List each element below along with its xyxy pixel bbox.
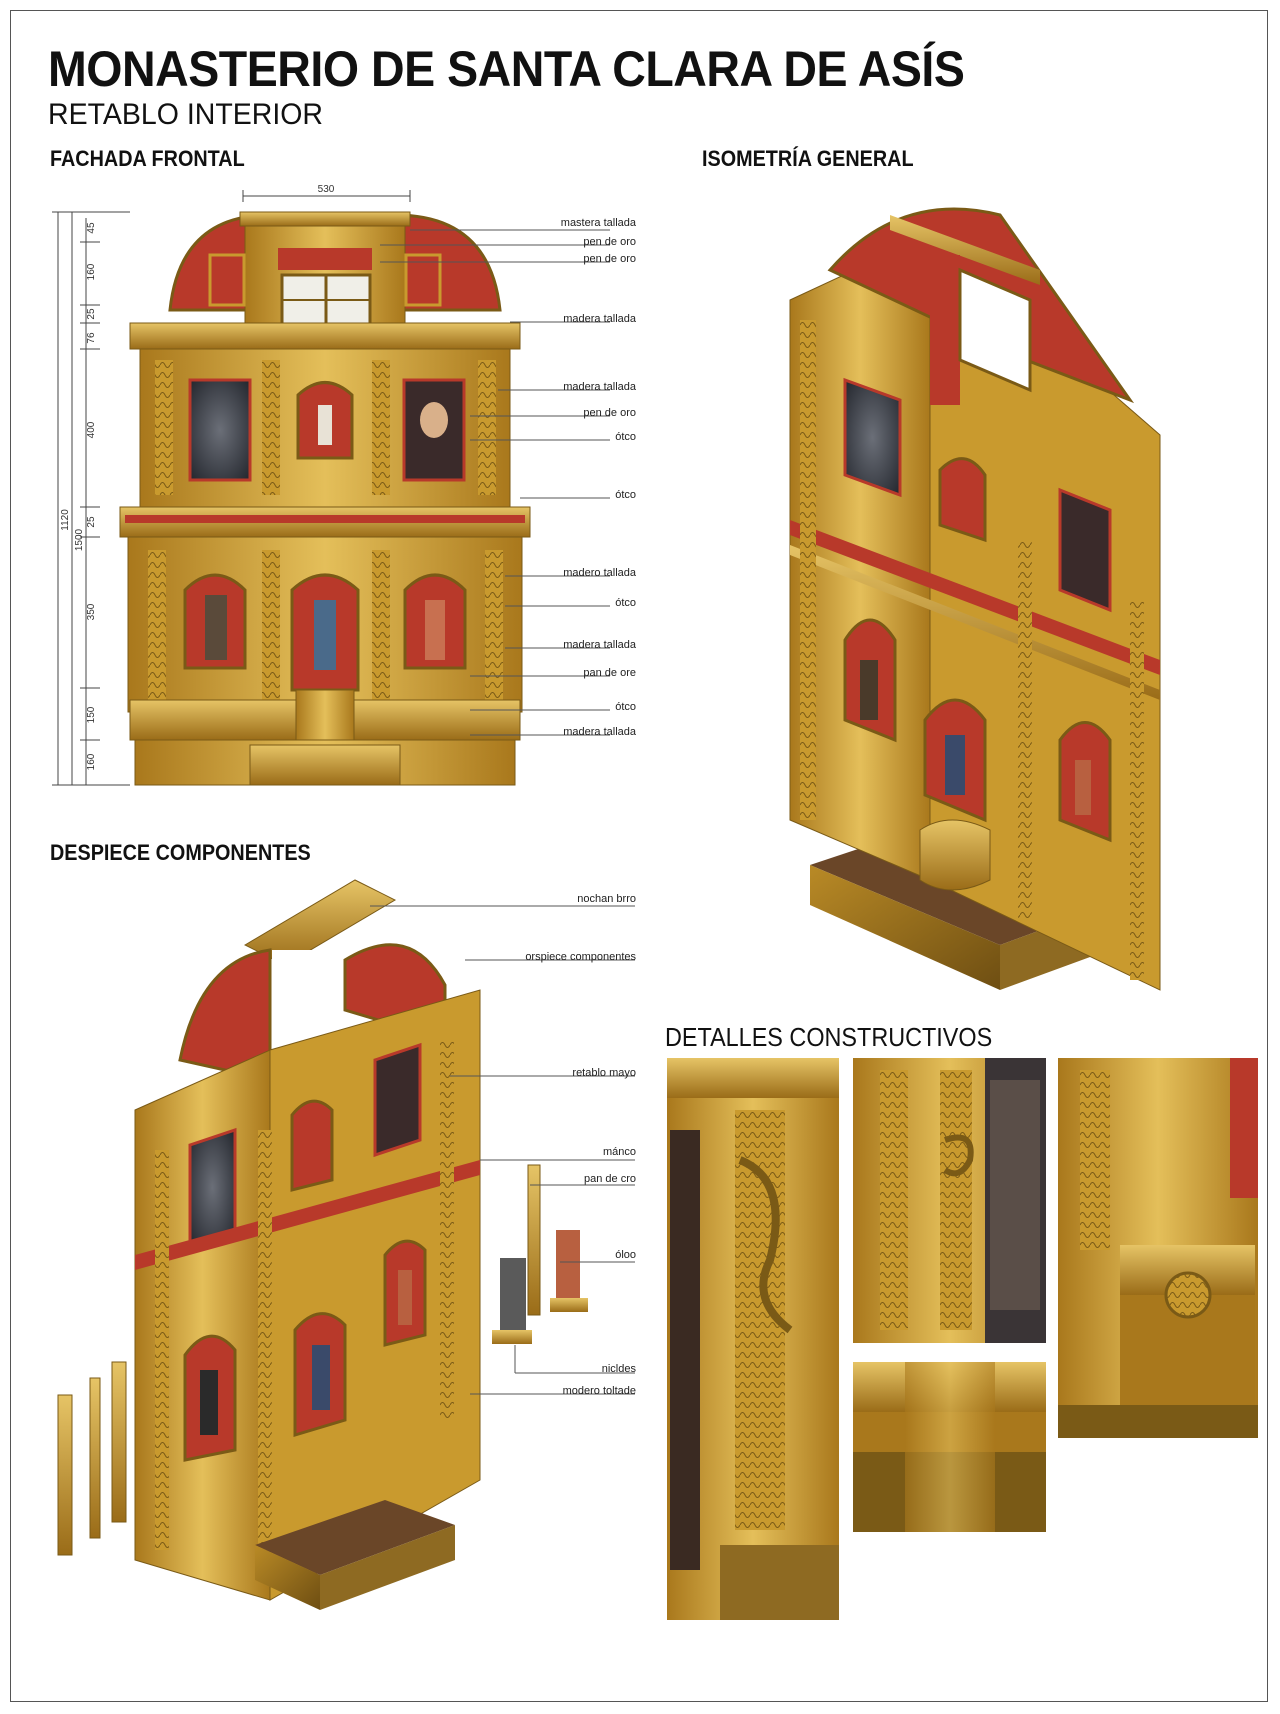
exploded-callout-labels: nochan brro orspiece componentes retablo m… <box>525 893 636 1397</box>
dim-segment-label: 350 <box>86 603 97 620</box>
front-dim-segments: 45 160 25 76 400 25 350 150 160 <box>86 222 97 770</box>
detail-panel-1 <box>667 1058 839 1620</box>
section-title-details: DETALLES CONSTRUCTIVOS <box>665 1022 993 1052</box>
dim-segment-label: 160 <box>86 753 97 770</box>
front-elevation <box>119 211 531 786</box>
front-callout-label: pen de oro <box>583 253 636 265</box>
exploded-view <box>57 879 588 1610</box>
front-callout-label: mastera tallada <box>561 217 637 229</box>
exploded-callout-label: mánco <box>603 1146 636 1158</box>
section-title-front: FACHADA FRONTAL <box>50 146 245 171</box>
exploded-callout-label: orspiece componentes <box>525 951 636 963</box>
detail-panel-4 <box>853 1362 1046 1532</box>
dim-segment-label: 150 <box>86 706 97 723</box>
sheet-subtitle: RETABLO INTERIOR <box>48 98 324 131</box>
front-callout-label: ótco <box>615 431 636 443</box>
front-leaders <box>380 229 610 736</box>
front-callout-label: ótco <box>615 701 636 713</box>
front-callout-label: madera tallada <box>563 726 637 738</box>
section-title-exploded: DESPIECE COMPONENTES <box>50 840 311 865</box>
dim-segment-label: 25 <box>86 516 97 528</box>
front-dimensions <box>52 190 411 786</box>
front-callout-label: pen de oro <box>583 407 636 419</box>
front-callout-label: madera tallada <box>563 639 637 651</box>
drawing-frame <box>10 10 1268 1702</box>
front-callout-label: madero tallada <box>563 567 637 579</box>
exploded-callout-label: pan de cro <box>584 1173 636 1185</box>
exploded-callout-label: nochan brro <box>577 893 636 905</box>
dim-width: 530 <box>318 184 335 195</box>
sheet-title: MONASTERIO DE SANTA CLARA DE ASÍS <box>48 41 965 97</box>
exploded-callout-label: óloo <box>615 1249 636 1261</box>
exploded-callout-label: nicldes <box>602 1363 637 1375</box>
front-callout-label: madera tallada <box>563 313 637 325</box>
dim-segment-label: 25 <box>86 308 97 320</box>
dim-total-2: 1500 <box>74 528 85 551</box>
exploded-callout-label: retablo mayo <box>572 1067 636 1079</box>
isometric-view <box>789 207 1161 991</box>
detail-panel-3 <box>1058 1058 1258 1438</box>
dim-total: 1120 <box>60 509 71 531</box>
dim-segment-label: 160 <box>86 263 97 280</box>
exploded-leaders <box>370 905 635 1395</box>
dim-segment-label: 76 <box>86 332 97 344</box>
front-callout-label: pan de ore <box>583 667 636 679</box>
exploded-callout-label: modero toltade <box>563 1385 636 1397</box>
dim-segment-label: 45 <box>86 222 97 234</box>
front-callout-label: pen de oro <box>583 236 636 248</box>
front-callout-label: ótco <box>615 597 636 609</box>
front-callout-label: ótco <box>615 489 636 501</box>
front-callout-label: madera tallada <box>563 381 637 393</box>
dim-segment-label: 400 <box>86 421 97 438</box>
section-title-iso: ISOMETRÍA GENERAL <box>702 146 914 171</box>
detail-panel-2 <box>853 1058 1046 1343</box>
front-callout-labels: mastera tallada pen de oro pen de oro mader… <box>561 217 637 738</box>
